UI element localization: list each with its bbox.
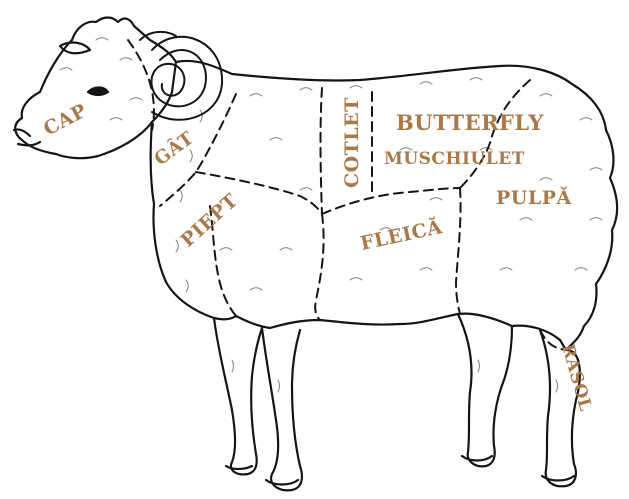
cut-label-gat: GÂT [149,126,198,170]
cut-line-loin-front [321,88,323,214]
cut-label-cap: CAP [40,100,91,141]
wool-texture [60,38,602,392]
cut-line-head [128,40,154,130]
front-leg-right [262,328,302,490]
eye [88,88,108,96]
cut-label-muschiulet: MUSCHIULET [384,149,525,169]
hooves [226,456,574,485]
body-outline [14,18,617,491]
cut-label-fleica: FLEICĂ [358,215,444,255]
cut-line-flank-top [322,188,460,214]
front-leg-left [214,318,262,474]
cut-label-cotlet: COTLET [341,97,363,188]
cut-label-pulpa: PULPĂ [496,186,572,209]
cut-line-flank [315,214,323,320]
cut-label-butterfly: BUTTERFLY [396,110,544,135]
hind-leg-left [458,314,512,466]
horn-icon [140,32,222,120]
cut-line-leg [456,188,461,314]
cut-label-piept: PIEPT [177,189,243,251]
cut-label-rasol: RASOL [557,342,595,414]
